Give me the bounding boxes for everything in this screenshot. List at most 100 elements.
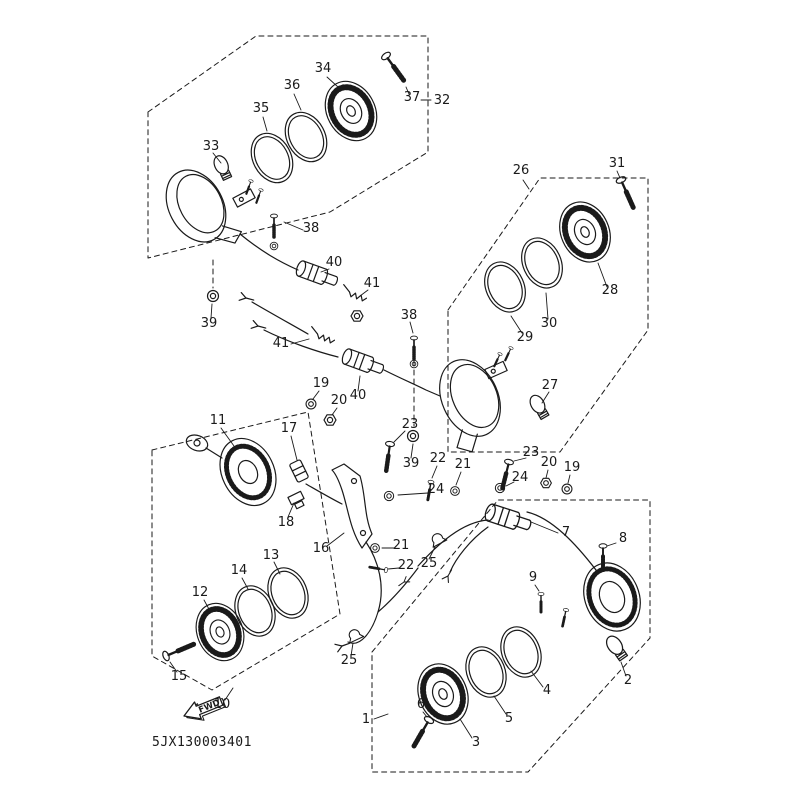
wire-housing-to-bracket [305,483,343,505]
assembly-box-10 [151,411,341,691]
wire-a2 [251,301,309,335]
callout-30: 30 [541,316,558,331]
bracket-screw-b2 [502,344,515,363]
callout-21: 21 [393,538,410,553]
callout-40: 40 [326,255,343,270]
callout-13: 13 [263,548,280,563]
callout-3: 3 [472,735,480,750]
lens-ring-14 [227,579,283,643]
callout-40: 40 [350,388,367,403]
terminal-c1 [334,638,352,653]
screw-8 [599,544,607,570]
callout-16: 16 [313,541,330,556]
bracket-16-hole-2 [359,529,367,537]
callout-38: 38 [303,221,320,236]
gasket-35 [242,125,302,191]
callout-35: 35 [253,101,270,116]
callout-12: 12 [192,585,209,600]
callout-5: 5 [505,711,513,726]
callout-29: 29 [517,330,534,345]
ear-bracket-11 [185,434,209,452]
callout-19: 19 [564,460,581,475]
bracket-16 [331,463,373,549]
assembly-1-parts [409,502,641,749]
socket-7 [482,502,534,535]
callout-20: 20 [541,455,558,470]
bracket-16-group [331,463,373,549]
callout-2: 2 [624,673,632,688]
callout-22: 22 [398,558,415,573]
callout-11: 11 [210,413,227,428]
wire-7-to-rim [526,511,597,571]
clamp-18 [287,490,305,510]
screw-9b [558,606,571,629]
callout-25: 25 [341,653,358,668]
screw-15 [161,640,195,662]
callout-19: 19 [313,376,330,391]
bulb-27 [526,392,552,422]
callout-32: 32 [434,93,451,108]
bracket-screw-b1 [491,350,504,369]
wire-c1 [347,541,382,644]
assembly-boxes [147,35,651,773]
gasket-5 [458,640,514,704]
wire-harness-upper [238,233,441,397]
callout-14: 14 [231,563,248,578]
screw-6 [410,715,435,748]
callout-23: 23 [523,445,540,460]
bracket-screw-a2 [253,186,265,205]
callout-24: 24 [428,482,445,497]
callout-8: 8 [619,531,627,546]
wire-a3 [263,329,339,358]
terminal-d1 [441,567,456,584]
nut-41a [350,310,364,322]
gasket-13 [260,561,316,625]
assembly-10-parts [161,434,343,668]
flasher-housing-a [165,169,242,244]
callout-41: 41 [273,336,290,351]
washer-21c [370,543,380,553]
bulb-33 [210,152,235,182]
assembly-32-parts [165,51,407,303]
callout-15: 15 [171,669,188,684]
callout-28: 28 [602,283,619,298]
clamp-17 [289,459,309,483]
callout-39: 39 [403,456,420,471]
bulb-2 [602,632,630,663]
flasher-housing-b [439,359,501,453]
washer-19b [561,483,573,495]
callout-38: 38 [401,308,418,323]
callout-27: 27 [542,378,559,393]
callout-33: 33 [203,139,220,154]
washer-21a [450,486,460,496]
screw-23a [382,441,395,471]
clamp-25a [427,530,448,548]
callout-39: 39 [201,316,218,331]
assembly-26-parts [406,175,638,453]
wire-a4 [383,369,441,397]
callout-6: 6 [417,697,425,712]
wire-c2 [377,567,419,613]
washer-24a [383,490,395,502]
screw-9 [536,590,546,614]
washer-39a [206,289,220,303]
wire-c3 [417,519,489,567]
bracket-16-hole-1 [350,477,358,485]
callout-36: 36 [284,78,301,93]
connector-40b [339,347,387,378]
screw-37 [380,51,407,83]
wire-a1 [239,233,299,271]
wire-7-to-terminal [449,526,489,573]
callout-21: 21 [455,457,472,472]
flasher-housing-11 [219,437,277,507]
callout-22: 22 [430,451,447,466]
lens-ring-4 [493,620,549,684]
callout-26: 26 [513,163,530,178]
callout-31: 31 [609,156,626,171]
assembly-box-32 [147,35,429,259]
callout-41: 41 [364,276,381,291]
washer-19a [305,398,317,410]
lamp-body-12 [188,596,252,668]
